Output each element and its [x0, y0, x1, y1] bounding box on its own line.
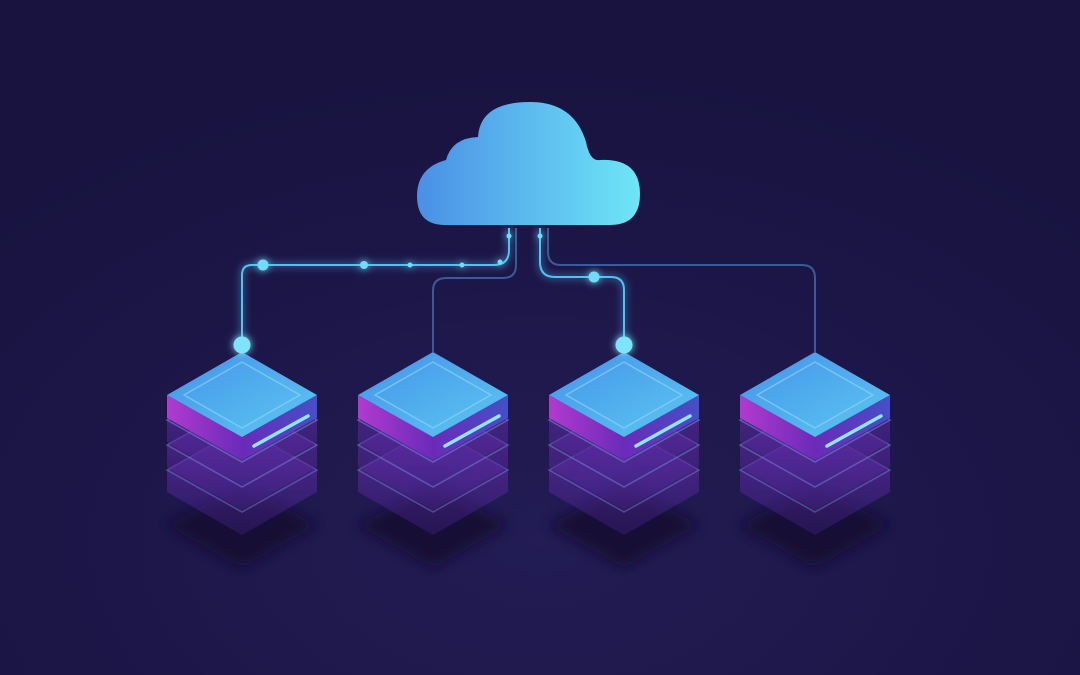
connection-lines [241, 228, 816, 352]
server-2 [358, 352, 508, 568]
connector-node-server-3 [615, 336, 633, 354]
signal-dot [506, 233, 512, 239]
signal-dot [537, 233, 543, 239]
server-3 [549, 352, 699, 568]
connection-line-server-2 [432, 228, 517, 352]
signal-dot [459, 262, 465, 268]
signal-dot [360, 261, 368, 269]
signal-dot [497, 259, 503, 265]
connection-line-server-4 [547, 228, 816, 352]
connection-line-server-1 [241, 228, 510, 345]
server-4 [740, 352, 890, 568]
connector-node-server-1 [233, 336, 251, 354]
signal-dot [257, 259, 269, 271]
signal-dot [407, 262, 413, 268]
cloud-icon [417, 102, 640, 225]
signal-dots [257, 233, 600, 283]
connection-line-server-3 [539, 228, 625, 345]
server-1 [167, 352, 317, 568]
signal-dot [588, 271, 600, 283]
